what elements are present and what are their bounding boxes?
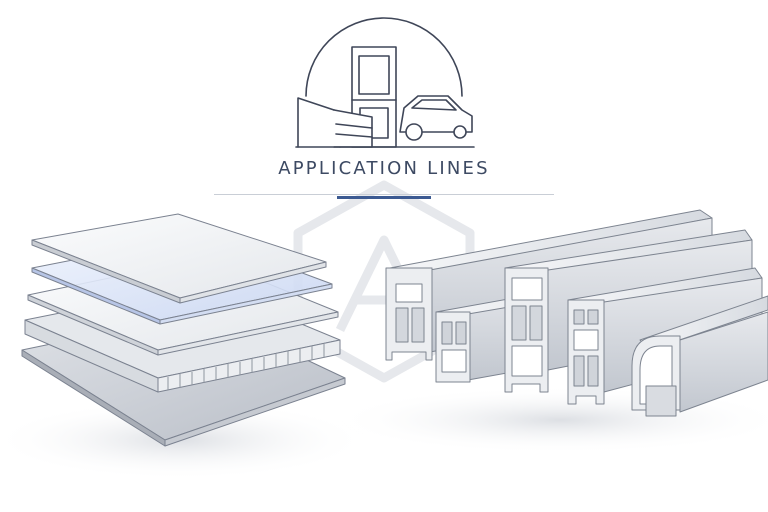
page-title: APPLICATION LINES [278,158,490,179]
panel-sheet-top [31,213,327,304]
divider-line [214,194,554,195]
aluminum-profiles-illustration [385,209,768,417]
layered-panels-illustration [21,213,346,447]
divider-accent [337,196,431,199]
panels-shadow [0,400,370,480]
profile-curved [631,295,768,417]
door-garage-car-icon [295,17,475,148]
